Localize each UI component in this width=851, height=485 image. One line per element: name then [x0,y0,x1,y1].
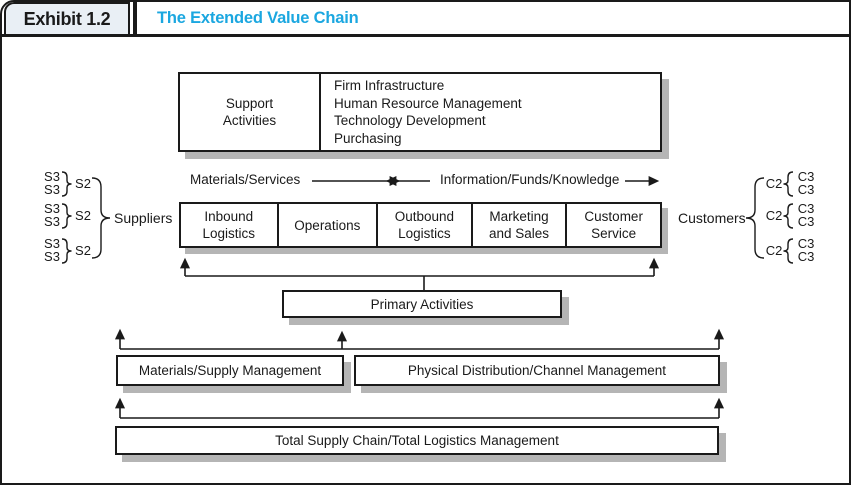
information-funds-knowledge-label: Information/Funds/Knowledge [440,172,620,187]
customer-tier2-label: C2 [765,176,783,191]
customer-tier2-label: C2 [765,208,783,223]
big-brace-icon [745,177,765,259]
support-item: Purchasing [334,130,402,146]
customers-label: Customers [678,210,746,226]
materials-supply-management-box: Materials/Supply Management [116,355,344,386]
support-activities-list: Firm Infrastructure Human Resource Manag… [319,74,660,150]
supplier-tier2-label: S2 [75,243,91,258]
support-item: Firm Infrastructure [334,78,445,93]
small-brace-icon [61,203,72,229]
suppliers-label: Suppliers [114,210,173,226]
primary-activities-box: Primary Activities [282,290,562,318]
physical-distribution-management-box: Physical Distribution/Channel Management [354,355,720,386]
support-item: Technology Development [334,113,486,128]
total-supply-chain-box: Total Supply Chain/Total Logistics Manag… [115,426,719,455]
small-brace-icon [61,171,72,197]
total-supply-chain-connector [114,397,725,419]
supplier-tier2-label: S2 [75,176,91,191]
exhibit-tab: Exhibit 1.2 [4,2,130,34]
support-activities-box: Support Activities Firm Infrastructure H… [178,72,662,152]
management-connector [114,328,725,350]
support-item: Human Resource Management [334,95,522,111]
support-activities-label: Support Activities [222,96,277,128]
small-brace-icon [61,238,72,264]
small-brace-icon [783,203,794,229]
primary-activities-connector [179,257,660,291]
materials-services-label: Materials/Services [190,172,301,187]
big-brace-icon [91,177,111,259]
cell-operations: Operations [276,204,377,246]
customer-tier2-label: C2 [765,243,783,258]
small-brace-icon [783,171,794,197]
figure-header: Exhibit 1.2 The Extended Value Chain [2,2,849,37]
supplier-tier2-label: S2 [75,208,91,223]
small-brace-icon [783,238,794,264]
figure-title: The Extended Value Chain [133,2,849,34]
